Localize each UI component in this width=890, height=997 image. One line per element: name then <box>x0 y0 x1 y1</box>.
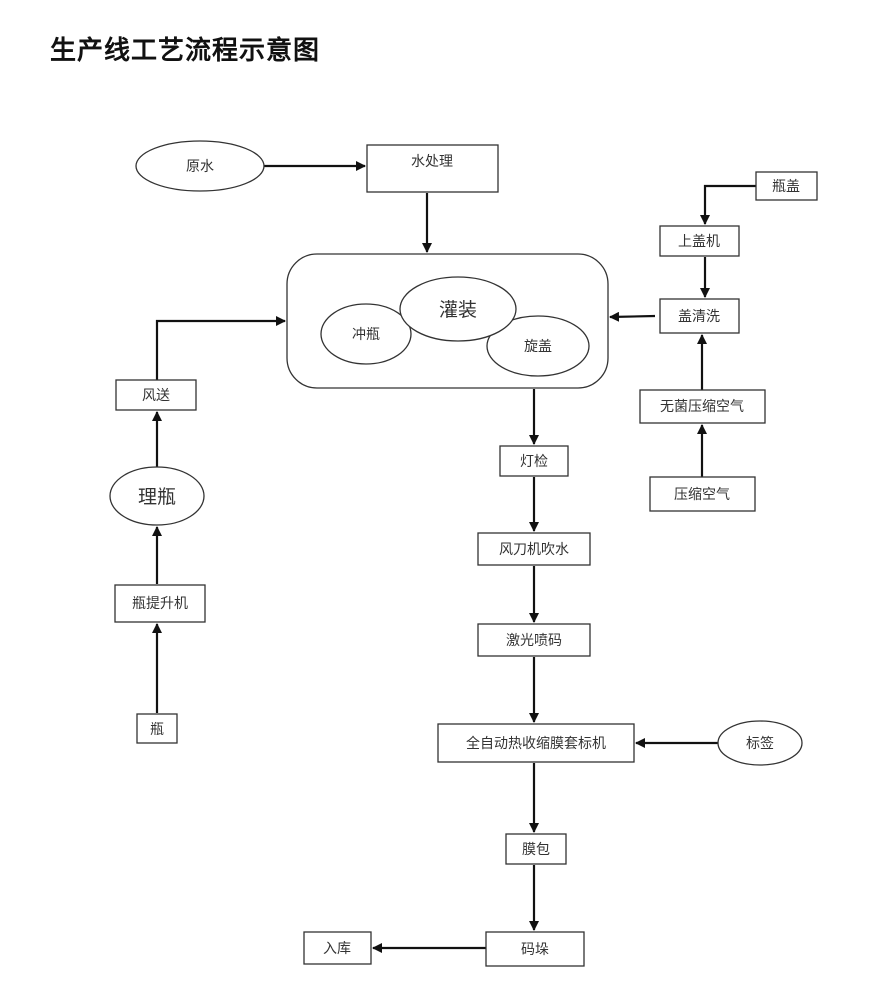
node-rinse-bottle[interactable] <box>320 303 412 365</box>
node-air-knife-blow-label: 风刀机吹水 <box>499 542 569 558</box>
node-air-knife-blow[interactable] <box>477 532 591 566</box>
node-compressed-air[interactable] <box>649 476 756 512</box>
node-water-treatment[interactable] <box>366 144 499 193</box>
node-cap-washing[interactable] <box>659 298 740 334</box>
node-compressed-air-label: 压缩空气 <box>674 487 730 503</box>
node-sterile-compressed-air[interactable] <box>639 389 766 424</box>
node-laser-coding[interactable] <box>477 623 591 657</box>
arrow-air-conveying-to-filling <box>155 316 286 380</box>
node-palletizing-label: 码垛 <box>521 942 549 958</box>
node-light-inspection[interactable] <box>499 445 569 477</box>
node-bottle[interactable] <box>136 713 178 744</box>
node-sterile-compressed-air-label: 无菌压缩空气 <box>660 399 744 415</box>
node-bottle-label: 瓶 <box>150 722 164 738</box>
node-light-inspection-label: 灯检 <box>520 454 548 470</box>
node-bottle-cap[interactable] <box>755 171 818 201</box>
node-cap-washing-label: 盖清洗 <box>678 309 720 325</box>
node-bottle-elevator[interactable] <box>114 584 206 623</box>
node-bottle-cap-label: 瓶盖 <box>772 179 800 195</box>
node-laser-coding-label: 激光喷码 <box>506 632 562 649</box>
arrow-cap-washing-to-filling <box>609 311 656 322</box>
node-shrink-sleeve-labeler[interactable] <box>437 723 635 763</box>
node-air-conveying-label: 风送 <box>142 388 170 404</box>
node-capping[interactable] <box>486 315 590 377</box>
node-film-packing-label: 膜包 <box>522 842 550 858</box>
node-bottle-sorting-label: 理瓶 <box>138 486 176 508</box>
node-cap-loader[interactable] <box>659 225 740 257</box>
node-film-packing[interactable] <box>505 833 567 865</box>
node-warehousing-label: 入库 <box>323 941 351 957</box>
node-cap-loader-label: 上盖机 <box>678 234 720 250</box>
node-palletizing[interactable] <box>485 931 585 967</box>
arrow-cap-to-cap-loader <box>700 184 756 225</box>
node-label[interactable] <box>717 720 803 766</box>
node-capping-label: 旋盖 <box>524 339 552 355</box>
page-title: 生产线工艺流程示意图 <box>50 36 321 66</box>
node-label-label: 标签 <box>746 735 774 752</box>
node-water-treatment-label: 水处理 <box>411 154 453 170</box>
node-warehousing[interactable] <box>303 931 372 965</box>
node-bottle-sorting[interactable] <box>109 466 205 526</box>
node-raw-water-label: 原水 <box>186 159 214 175</box>
node-filling[interactable] <box>399 276 517 342</box>
node-air-conveying[interactable] <box>115 379 197 411</box>
node-rinse-bottle-label: 冲瓶 <box>352 327 380 343</box>
node-bottle-elevator-label: 瓶提升机 <box>132 596 188 612</box>
connectors <box>152 161 756 953</box>
node-shrink-sleeve-labeler-label: 全自动热收缩膜套标机 <box>466 735 606 752</box>
filling-unit[interactable]: 冲瓶 旋盖 灌装 <box>286 253 609 389</box>
node-filling-label: 灌装 <box>439 299 477 321</box>
node-raw-water[interactable] <box>135 140 265 192</box>
